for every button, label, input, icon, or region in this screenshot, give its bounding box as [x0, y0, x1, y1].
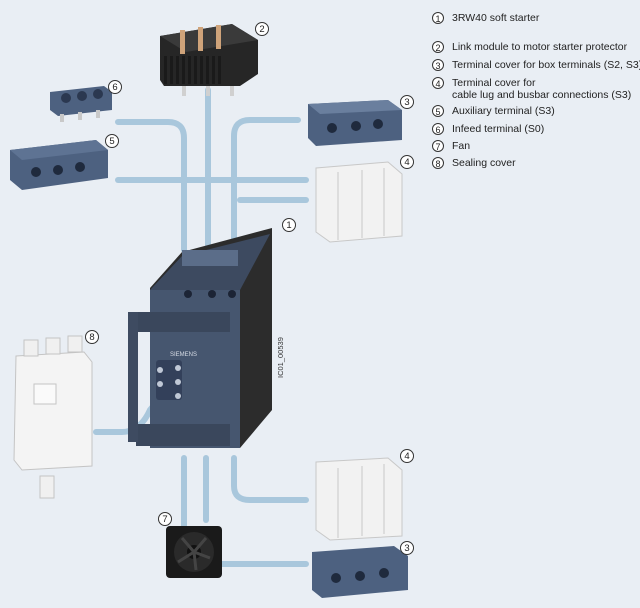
soft-starter: SIEMENS: [128, 228, 272, 448]
link-module: [160, 24, 258, 96]
callout-soft-starter: 1: [282, 218, 296, 232]
terminal-cover-box-bottom: [312, 546, 408, 598]
sealing-cover: [13, 335, 93, 499]
callout-terminal-cover-cable-bottom: 4: [400, 449, 414, 463]
legend-text: Fan: [452, 140, 471, 152]
callout-fan: 7: [158, 512, 172, 526]
callout-link-module: 2: [255, 22, 269, 36]
callout-infeed-terminal: 6: [108, 80, 122, 94]
legend-text: Sealing cover: [452, 157, 516, 169]
legend-number: 7: [432, 140, 444, 152]
brand-label: SIEMENS: [170, 352, 197, 358]
terminal-cover-cable-top: [315, 161, 403, 243]
callout-terminal-cover-cable-top: 4: [400, 155, 414, 169]
infeed-terminal: [50, 86, 112, 122]
legend-text: Auxiliary terminal (S3): [452, 105, 555, 117]
fan: [166, 526, 222, 578]
callout-terminal-cover-box-bottom: 3: [400, 541, 414, 555]
legend-text: Infeed terminal (S0): [452, 123, 545, 135]
legend-number: 6: [432, 123, 444, 135]
callout-terminal-cover-box-top: 3: [400, 95, 414, 109]
callout-sealing-cover: 8: [85, 330, 99, 344]
callout-auxiliary-terminal: 5: [105, 134, 119, 148]
legend-text: Terminal cover for box terminals (S2, S3…: [452, 59, 640, 71]
legend-number: 8: [432, 157, 444, 169]
legend-number: 5: [432, 105, 444, 117]
legend-number: 1: [432, 12, 444, 24]
legend-text: Terminal cover for: [452, 77, 536, 89]
legend-number: 4: [432, 77, 444, 89]
legend-text: Link module to motor starter protector: [452, 41, 628, 53]
guide-line-cover-top: [231, 117, 301, 253]
terminal-cover-cable-bottom: [315, 457, 403, 541]
legend-text: 3RW40 soft starter: [452, 12, 540, 24]
terminal-cover-box-top: [308, 100, 402, 146]
reference-code: IC01_00539: [276, 337, 285, 378]
legend-number: 3: [432, 59, 444, 71]
legend-number: 2: [432, 41, 444, 53]
guide-line-infeed: [115, 119, 187, 253]
guide-line-cover-cable-bottom: [231, 455, 309, 503]
legend-text-line2: cable lug and busbar connections (S3): [452, 89, 632, 101]
auxiliary-terminal: [10, 140, 108, 190]
